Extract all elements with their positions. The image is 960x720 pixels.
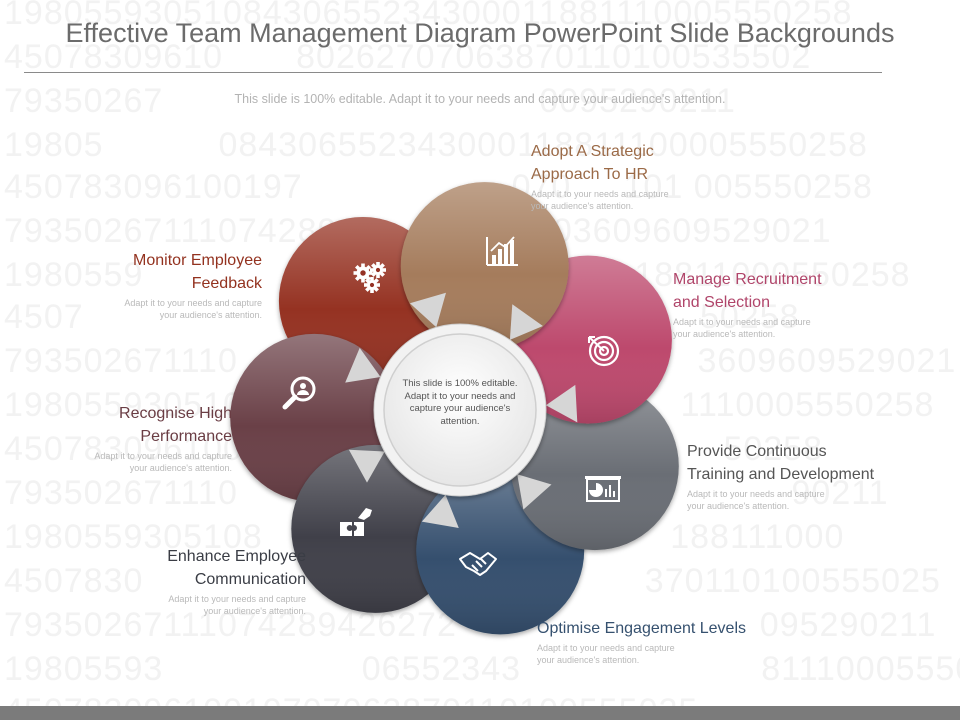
segment-description-3-line-1: Adapt it to your needs and capture — [687, 489, 825, 499]
segment-heading-7-line-2: Feedback — [191, 275, 262, 292]
presentation-board-icon — [585, 476, 621, 502]
petal-sheen-5 — [291, 444, 460, 613]
puzzle-hand-icon — [340, 508, 372, 536]
segment-description-1-line-2: your audience's attention. — [531, 201, 634, 211]
gears-icon — [353, 262, 386, 293]
segment-description-5: Adapt it to your needs and capture your a… — [106, 593, 306, 617]
separator-triangle-4 — [421, 494, 459, 528]
segment-description-6-line-2: your audience's attention. — [129, 463, 232, 473]
segment-heading-5-line-1: Enhance Employee — [167, 548, 306, 565]
segment-heading-4-line-1: Optimise Engagement Levels — [537, 620, 746, 637]
segment-description-1: Adapt it to your needs and capture your a… — [531, 188, 731, 212]
segment-description-5-line-1: Adapt it to your needs and capture — [168, 594, 306, 604]
title-divider — [24, 72, 882, 73]
segment-heading-2-line-1: Manage Recruitment — [673, 271, 822, 288]
handshake-icon — [459, 552, 497, 576]
segment-heading-5-line-2: Communication — [194, 571, 306, 588]
separator-triangle-1 — [509, 304, 543, 340]
segment-description-6-line-1: Adapt it to your needs and capture — [94, 451, 232, 461]
segment-heading-1-line-1: Adopt A Strategic — [531, 143, 654, 160]
segment-description-7-line-2: your audience's attention. — [159, 310, 262, 320]
segment-description-4: Adapt it to your needs and capture your a… — [537, 642, 797, 666]
separator-triangles — [345, 292, 578, 528]
segment-description-5-line-2: your audience's attention. — [203, 606, 306, 616]
petal-group — [230, 182, 679, 635]
segment-heading-7-line-1: Monitor Employee — [133, 252, 262, 269]
segment-description-4-line-2: your audience's attention. — [537, 655, 640, 665]
petal-3 — [510, 382, 679, 551]
petal-1 — [400, 182, 569, 351]
center-circle — [383, 333, 537, 487]
magnifier-person-icon — [282, 376, 316, 410]
center-description: This slide is 100% editable. Adapt it to… — [402, 378, 518, 427]
segment-heading-1-line-2: Approach To HR — [531, 166, 649, 183]
segment-description-2-line-1: Adapt it to your needs and capture — [673, 317, 811, 327]
petal-sheen-3 — [510, 382, 679, 551]
segment-heading-3-line-1: Provide Continuous — [687, 443, 827, 460]
petal-sheen-1 — [400, 182, 569, 351]
bar-chart-icon — [486, 236, 518, 266]
segment-heading-6-line-1: Recognise High — [119, 405, 232, 422]
petal-5 — [291, 444, 460, 613]
segment-description-7-line-1: Adapt it to your needs and capture — [124, 298, 262, 308]
segment-description-6: Adapt it to your needs and capture your a… — [32, 450, 232, 474]
segment-heading-3-line-2: Training and Development — [687, 466, 875, 483]
segment-description-1-line-1: Adapt it to your needs and capture — [531, 189, 669, 199]
separator-triangle-2 — [545, 384, 578, 423]
separator-triangle-3 — [517, 474, 552, 510]
target-icon — [588, 335, 620, 367]
segment-description-2: Adapt it to your needs and capture your a… — [673, 316, 873, 340]
separator-triangle-5 — [348, 449, 385, 483]
segment-description-4-line-1: Adapt it to your needs and capture — [537, 643, 675, 653]
slide-subtitle: This slide is 100% editable. Adapt it to… — [234, 92, 726, 106]
segment-heading-2-line-2: and Selection — [673, 294, 770, 311]
footer-bar — [0, 706, 960, 720]
icon-layer — [282, 236, 621, 576]
segment-description-3-line-2: your audience's attention. — [687, 501, 790, 511]
slide-title: Effective Team Management Diagram PowerP… — [65, 18, 895, 48]
separator-triangle-7 — [409, 292, 446, 328]
segment-description-7: Adapt it to your needs and capture your a… — [62, 297, 262, 321]
segment-description-3: Adapt it to your needs and capture your a… — [687, 488, 927, 512]
segment-heading-6-line-2: Performance — [140, 428, 232, 445]
segment-description-2-line-2: your audience's attention. — [673, 329, 776, 339]
separator-triangle-6 — [345, 347, 381, 383]
